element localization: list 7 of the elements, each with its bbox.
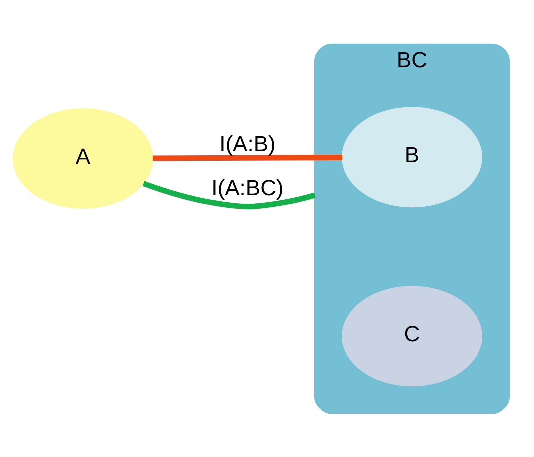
node-ellipse: A [13,108,154,209]
edge-label: I(A:B) [220,131,276,156]
connector [142,180,316,210]
node-ellipse: B [342,106,482,208]
connector [152,154,343,161]
node-ellipse: C [342,286,482,386]
edge-label: I(A:BC) [212,175,284,200]
